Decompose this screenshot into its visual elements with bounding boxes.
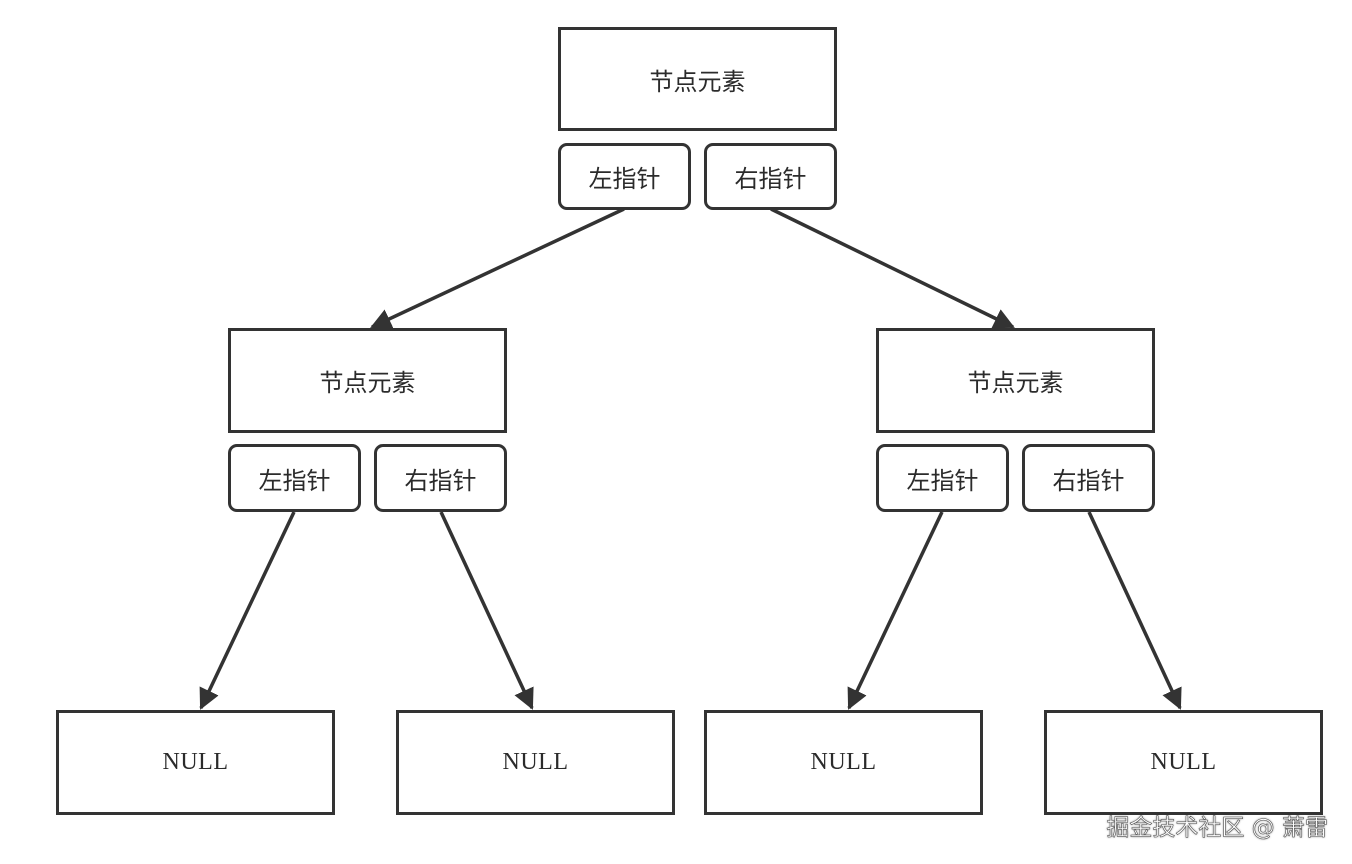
right-child-right-pointer-label: 右指针 <box>1052 466 1125 495</box>
left-child-right-pointer-label: 右指针 <box>404 466 477 495</box>
right-child-node-element-label: 节点元素 <box>967 369 1064 397</box>
left-child-node-element-label: 节点元素 <box>319 369 416 397</box>
edge-left-right <box>439 511 534 710</box>
root-right-pointer: 右指针 <box>704 143 837 210</box>
left-child-left-pointer: 左指针 <box>228 444 361 512</box>
edge-right-right <box>1087 511 1182 710</box>
left-child-right-pointer: 右指针 <box>374 444 507 512</box>
root-left-pointer: 左指针 <box>558 143 691 210</box>
right-child-right-pointer: 右指针 <box>1022 444 1155 512</box>
left-child-left-pointer-label: 左指针 <box>258 466 331 495</box>
left-child-node-element: 节点元素 <box>228 328 507 433</box>
root-node-element: 节点元素 <box>558 27 837 131</box>
watermark: 掘金技术社区 @ 萧雷 <box>1106 815 1328 842</box>
edge-left-left <box>199 511 296 710</box>
null-leaf: NULL <box>56 710 335 815</box>
root-left-pointer-label: 左指针 <box>588 165 661 193</box>
right-child-left-pointer: 左指针 <box>876 444 1009 512</box>
null-leaf: NULL <box>704 710 983 815</box>
null-leaf-label: NULL <box>1150 749 1217 775</box>
right-child-left-pointer-label: 左指针 <box>906 466 979 495</box>
edge-root-left <box>370 207 625 329</box>
root-node-element-label: 节点元素 <box>649 67 746 96</box>
edge-right-left <box>847 511 944 710</box>
null-leaf-label: NULL <box>810 749 877 775</box>
null-leaf: NULL <box>396 710 675 815</box>
root-right-pointer-label: 右指针 <box>734 165 807 193</box>
null-leaf: NULL <box>1044 710 1323 815</box>
edge-root-right <box>770 207 1015 329</box>
null-leaf-label: NULL <box>502 749 569 775</box>
null-leaf-label: NULL <box>162 749 229 775</box>
right-child-node-element: 节点元素 <box>876 328 1155 433</box>
